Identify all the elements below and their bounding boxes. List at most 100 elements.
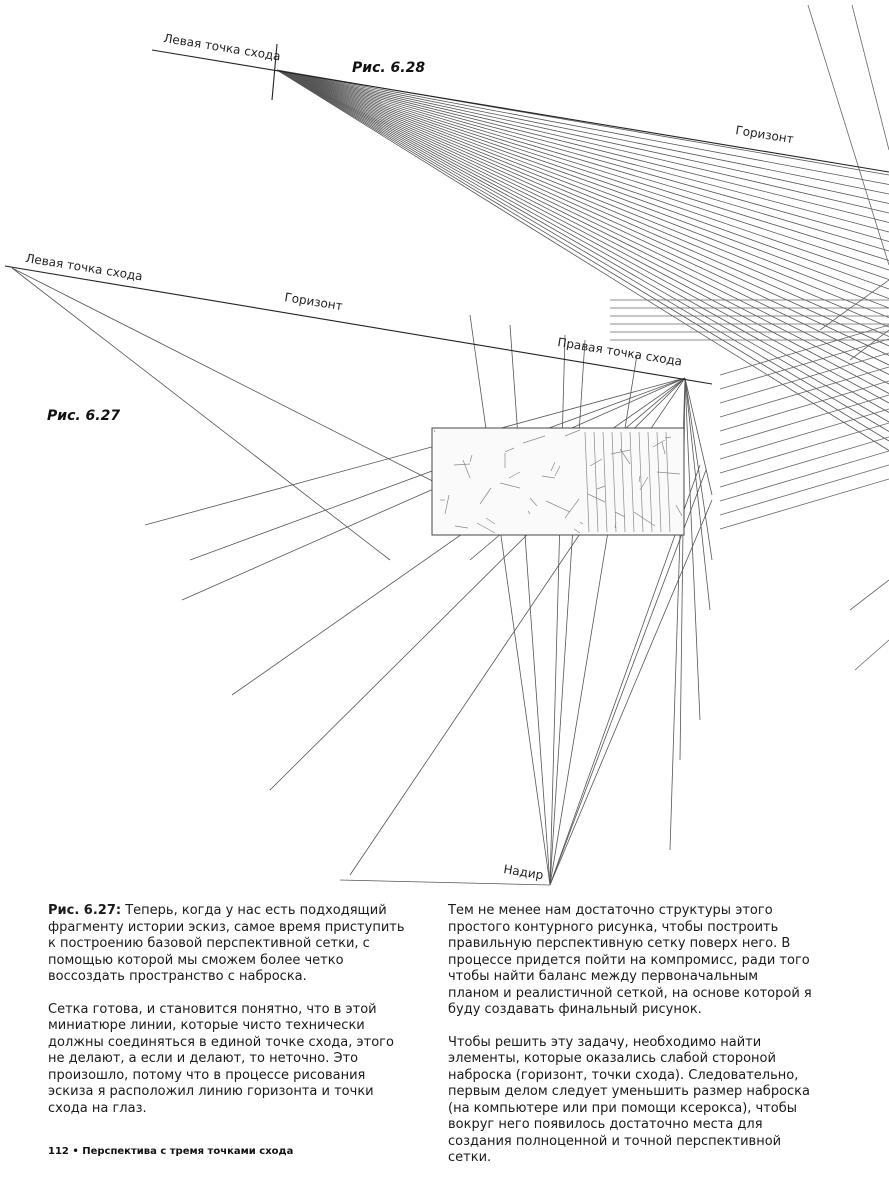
perspective-line: [719, 422, 889, 474]
paragraph-text: Теперь, когда у нас есть подходящий фраг…: [48, 903, 405, 984]
fig-6-27-grid-lines: [11, 267, 713, 886]
fig-6-28-left-vp-label: Левая точка схода: [163, 31, 282, 63]
fig-6-28-right-grid: [610, 299, 889, 671]
fig-6-27-nadir-label: Надир: [503, 862, 545, 882]
sketch-stroke: [573, 528, 581, 534]
page-footer: 112 • Перспектива с тремя точками схода: [48, 1146, 293, 1157]
footer-separator: •: [72, 1146, 79, 1157]
perspective-line: [276, 69, 889, 261]
perspective-line: [231, 377, 686, 696]
sketch-stroke: [638, 475, 641, 483]
perspective-line: [276, 69, 889, 309]
fig-6-28-grid-lines: [276, 69, 889, 451]
perspective-line: [276, 69, 889, 328]
sketch-stroke: [652, 439, 666, 448]
sketch-stroke: [596, 485, 606, 490]
sketch-stroke: [479, 487, 492, 505]
perspective-line: [719, 450, 889, 502]
sketch-stroke: [508, 471, 521, 479]
sketch-stroke: [656, 431, 662, 533]
body-column-right: Тем не менее нам достаточно структуры эт…: [448, 903, 813, 1183]
paragraph-solution: Чтобы решить эту задачу, необходимо найт…: [448, 1034, 810, 1166]
fig-6-27-left-vp-label: Левая точка схода: [25, 251, 144, 283]
sketch-stroke: [545, 500, 571, 513]
perspective-line: [719, 352, 889, 404]
perspective-line: [11, 267, 391, 561]
sketch-stroke: [433, 429, 436, 433]
sketch-stroke: [579, 521, 584, 525]
perspective-line: [276, 69, 889, 404]
fig-6-27-horizon-line: [4, 265, 713, 385]
figure-reference: Рис. 6.27:: [48, 903, 122, 918]
sketch-stroke: [499, 482, 521, 489]
perspective-line: [339, 879, 551, 886]
perspective-line: [11, 267, 471, 501]
perspective-line: [719, 436, 889, 488]
sketch-stroke: [564, 498, 580, 519]
perspective-line: [276, 69, 889, 318]
page-number: 112: [48, 1146, 69, 1157]
sketch-stroke: [620, 431, 626, 533]
perspective-line: [276, 69, 889, 366]
sketch-stroke: [541, 475, 556, 479]
sketch-stroke: [661, 441, 666, 455]
sketch-stroke: [550, 461, 556, 472]
perspective-line: [276, 69, 889, 423]
sketch-stroke: [614, 511, 626, 518]
vertical-line: [851, 4, 889, 151]
perspective-figure: Левая точка схода Рис. 6.28 Горизонт Лев…: [4, 4, 889, 886]
perspective-line: [276, 69, 889, 394]
perspective-line: [276, 69, 889, 290]
perspective-line: [854, 639, 889, 671]
perspective-line: [684, 377, 711, 611]
perspective-line: [276, 69, 889, 451]
body-column-left: Рис. 6.27: Теперь, когда у нас есть подх…: [48, 903, 410, 1133]
sketch-stroke: [593, 431, 599, 533]
sketch-stroke: [564, 429, 581, 437]
sketch-stroke: [454, 525, 469, 529]
perspective-line: [549, 499, 713, 886]
perspective-line: [276, 69, 889, 195]
paragraph-structure: Тем не менее нам достаточно структуры эт…: [448, 903, 812, 1017]
perspective-line: [276, 69, 889, 432]
perspective-line: [719, 324, 889, 376]
perspective-line: [276, 69, 889, 242]
perspective-line: [509, 324, 551, 886]
perspective-line: [276, 69, 889, 280]
sketch-stroke: [529, 497, 538, 507]
perspective-line: [276, 69, 889, 356]
perspective-line: [276, 69, 889, 223]
paragraph-grid-ready: Сетка готова, и становится понятно, что …: [48, 1001, 394, 1116]
sketch-stroke: [584, 431, 590, 533]
perspective-line: [719, 338, 889, 390]
sketch-stroke: [638, 431, 644, 533]
perspective-line: [276, 69, 889, 214]
perspective-line: [719, 478, 889, 530]
perspective-line: [684, 377, 701, 721]
sketch-stroke: [589, 458, 603, 467]
fig-6-27-caption: Рис. 6.27: [47, 408, 120, 424]
sketch-stroke: [665, 431, 671, 533]
paragraph-fig-6-27: Рис. 6.27: Теперь, когда у нас есть подх…: [48, 903, 410, 986]
perspective-line: [719, 394, 889, 446]
perspective-line: [276, 69, 889, 442]
sketch-thumbnail: [431, 427, 685, 536]
sketch-stroke: [602, 431, 608, 533]
perspective-line: [719, 464, 889, 516]
sketch-stroke: [522, 435, 546, 444]
perspective-line: [276, 69, 889, 185]
perspective-line: [719, 366, 889, 418]
perspective-line: [276, 69, 889, 385]
perspective-line: [144, 377, 686, 526]
fig-6-28-left-vp-tick: [271, 43, 278, 101]
perspective-line: [684, 377, 713, 496]
vertical-line: [807, 4, 889, 266]
sketch-stroke: [462, 459, 471, 479]
perspective-line: [719, 380, 889, 432]
fig-6-28-vertical-lines: [807, 4, 889, 361]
fig-6-28-caption: Рис. 6.28: [352, 60, 425, 76]
sketch-stroke: [554, 465, 561, 477]
sketch-stroke: [453, 463, 471, 466]
perspective-line: [549, 469, 707, 886]
fig-6-28-horizon-label: Горизонт: [735, 123, 795, 146]
